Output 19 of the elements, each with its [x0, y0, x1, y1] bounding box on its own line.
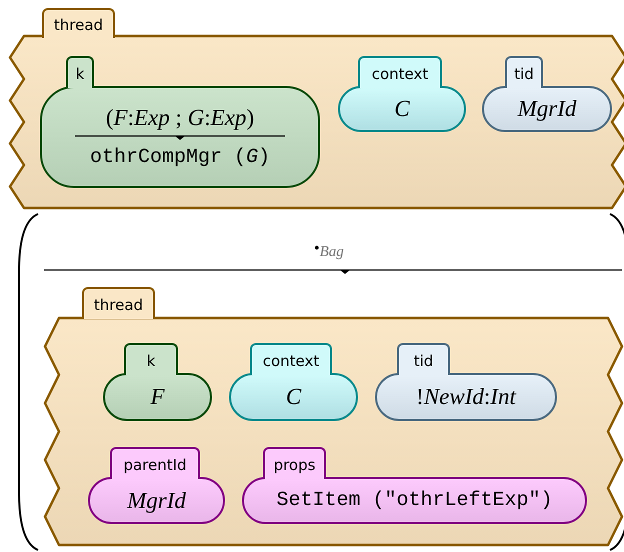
cell-value: C	[286, 383, 302, 411]
cell-value: MgrId	[518, 95, 576, 123]
cell-tab: props	[263, 447, 326, 479]
cell-value: SetItem ("othrLeftExp")	[276, 488, 553, 512]
cell-value: C	[394, 95, 410, 123]
cell-tab: k	[66, 56, 94, 88]
thread-tab: thread	[82, 287, 155, 319]
cell-value: !NewId:Int	[416, 383, 516, 411]
cell-value: F	[150, 383, 165, 411]
cell-value: (F:Exp ; G:Exp)	[106, 104, 254, 132]
cell-tab: tid	[397, 343, 450, 375]
cell-tab: k	[124, 343, 178, 375]
thread-tab: thread	[42, 8, 115, 38]
cell-tab: tid	[505, 56, 543, 88]
cell-tab: parentId	[110, 447, 200, 479]
cell-tab: context	[250, 343, 332, 375]
cell-tab: context	[358, 56, 442, 88]
cell-value: MgrId	[127, 486, 186, 514]
cell-value: othrCompMgr (G)	[90, 146, 270, 170]
